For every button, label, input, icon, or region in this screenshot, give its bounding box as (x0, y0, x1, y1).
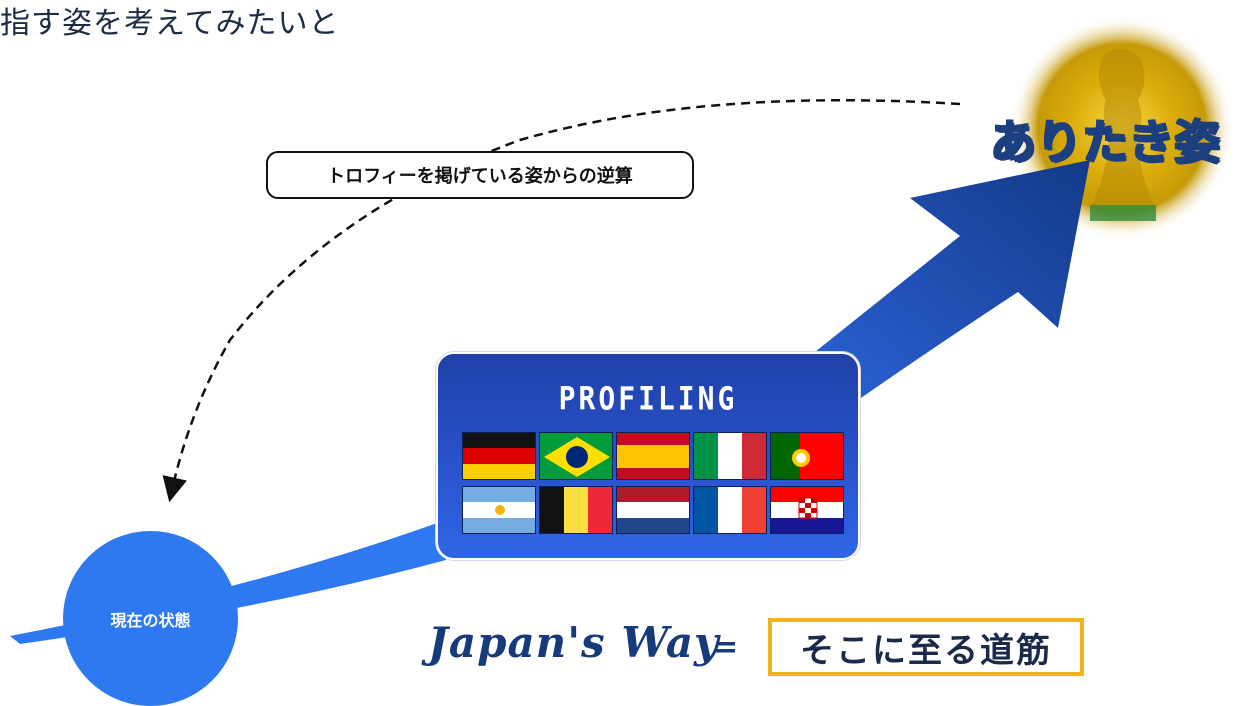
belgium-flag (539, 486, 613, 534)
profiling-card: PROFILING (436, 352, 860, 560)
callout-text: トロフィーを掲げている姿からの逆算 (327, 166, 633, 187)
croatia-flag (770, 486, 844, 534)
dashed-arc (162, 98, 961, 503)
japans-way-text: Japan's Way (428, 618, 720, 667)
equals-sign: = (713, 630, 739, 665)
path-highlight-box: そこに至る道筋 (768, 618, 1084, 676)
goal-label-text: ありたき姿 (989, 114, 1221, 170)
spain-flag (616, 432, 690, 480)
brazil-flag (539, 432, 613, 480)
current-state-circle: 現在の状態 (63, 531, 238, 706)
goal-label: ありたき姿 (989, 106, 1221, 172)
portugal-flag (770, 432, 844, 480)
germany-flag (462, 432, 536, 480)
current-state-label: 現在の状態 (110, 610, 191, 630)
header-text: 指す姿を考えてみたいと (0, 6, 340, 41)
italy-flag (693, 432, 767, 480)
path-text: そこに至る道筋 (800, 630, 1052, 671)
argentina-flag (462, 486, 536, 534)
profiling-title: PROFILING (558, 379, 738, 418)
main-arrow (790, 160, 1090, 400)
callout-box: トロフィーを掲げている姿からの逆算 (266, 151, 694, 199)
france-flag (693, 486, 767, 534)
netherlands-flag (616, 486, 690, 534)
